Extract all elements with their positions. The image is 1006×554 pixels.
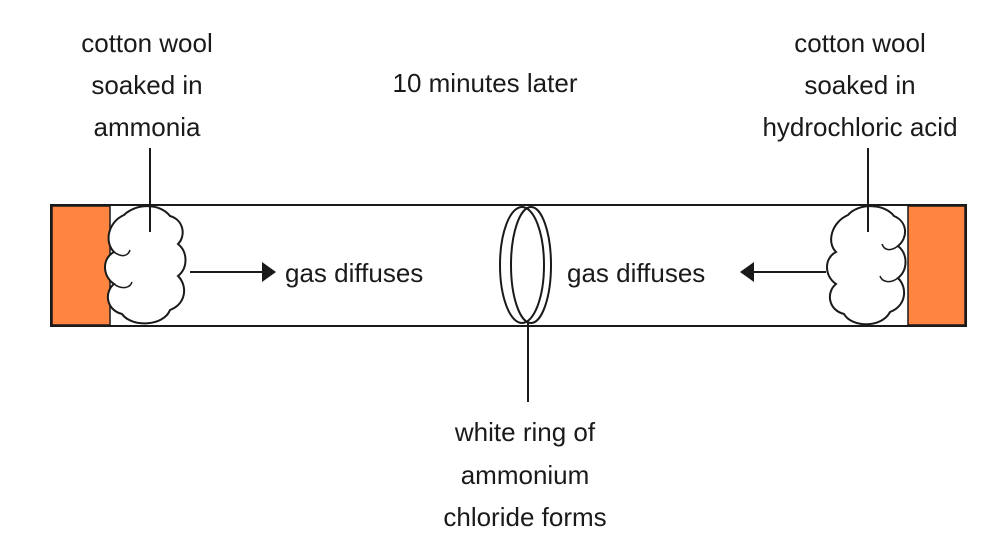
right-label-line-1: cotton wool (794, 28, 926, 58)
right-arrow-label: gas diffuses (567, 258, 705, 288)
white-ring (499, 206, 552, 324)
ring-label-line-1: white ring of (454, 417, 596, 447)
left-arrowhead-icon (740, 262, 754, 282)
right-diffusion-arrow (740, 262, 826, 282)
right-stopper (907, 205, 966, 326)
right-label-line-3: hydrochloric acid (762, 112, 957, 142)
left-stopper (51, 205, 111, 326)
ring-label-line-3: chloride forms (443, 502, 606, 532)
ring-label-line-2: ammonium (461, 460, 590, 490)
right-cotton-label: cotton wool soaked in hydrochloric acid (762, 28, 957, 142)
right-label-line-2: soaked in (804, 70, 915, 100)
left-arrow-label: gas diffuses (285, 258, 423, 288)
diagram-title: 10 minutes later (393, 68, 578, 98)
left-label-line-3: ammonia (94, 112, 201, 142)
left-diffusion-arrow (190, 262, 276, 282)
glass-tube (50, 204, 967, 327)
left-cotton-wool (104, 205, 187, 325)
right-cotton-wool-detail (879, 243, 899, 283)
left-label-line-2: soaked in (91, 70, 202, 100)
left-label-line-1: cotton wool (81, 28, 213, 58)
right-arrowhead-icon (262, 262, 276, 282)
left-cotton-label: cotton wool soaked in ammonia (81, 28, 213, 142)
right-cotton-wool (826, 205, 907, 326)
left-cotton-wool-detail (113, 249, 133, 289)
ring-label: white ring of ammonium chloride forms (443, 417, 606, 532)
